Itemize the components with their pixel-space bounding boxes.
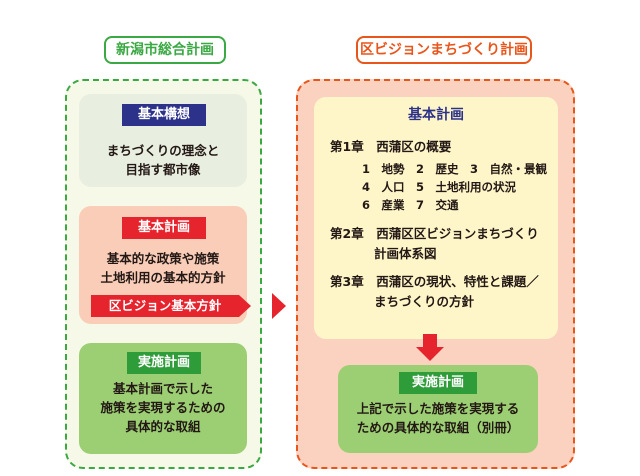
chapter-2: 第2章 西蒲区区ビジョンまちづくり — [330, 226, 539, 241]
vision-line-1: まちづくりの理念と — [106, 143, 220, 158]
vision-text: まちづくりの理念と 目指す都市像 — [79, 141, 247, 179]
implementation-line-1: 基本計画で示した — [112, 381, 213, 396]
chapter-1-items-3: 6 産業 7 交通 — [362, 198, 459, 212]
chapter-3: 第3章 西蒲区の現状、特性と課題／ — [330, 274, 539, 289]
chapter-1-items-1: 1 地勢 2 歴史 3 自然・景観 — [362, 162, 548, 176]
implementation-label: 実施計画 — [127, 352, 201, 374]
ward-implementation-label: 実施計画 — [399, 372, 477, 394]
ward-implementation-line-1: 上記で示した施策を実現する — [356, 401, 520, 416]
vision-label: 基本構想 — [122, 104, 206, 126]
left-title: 新潟市総合計画 — [104, 36, 226, 64]
down-arrow-stem — [423, 334, 437, 348]
ward-basic-plan-label: 基本計画 — [408, 107, 464, 123]
chapter-2-cont: 計画体系図 — [374, 246, 437, 261]
basic-plan-line-1: 基本的な政策や施策 — [106, 251, 220, 266]
ward-basic-plan-box — [314, 97, 558, 339]
implementation-text: 基本計画で示した 施策を実現するための 具体的な取組 — [79, 379, 247, 436]
right-title: 区ビジョンまちづくり計画 — [356, 36, 532, 64]
implementation-line-2: 施策を実現するための — [100, 400, 226, 415]
chapter-1: 第1章 西蒲区の概要 — [330, 139, 452, 154]
chapter-3-cont: まちづくりの方針 — [374, 294, 475, 309]
basic-plan-text: 基本的な政策や施策 土地利用の基本的方針 — [79, 249, 247, 287]
basic-plan-line-2: 土地利用の基本的方針 — [100, 270, 226, 285]
basic-plan-label: 基本計画 — [122, 217, 206, 239]
down-arrow-icon — [416, 347, 444, 361]
vision-line-2: 目指す都市像 — [125, 162, 201, 177]
ward-implementation-line-2: ための具体的な取組（別冊） — [356, 420, 520, 435]
ward-policy-arrow-icon — [239, 295, 251, 317]
chapter-1-items-2: 4 人口 5 土地利用の状況 — [362, 180, 517, 194]
right-arrow-icon — [272, 293, 286, 319]
ward-policy-label: 区ビジョン基本方針 — [91, 295, 239, 317]
ward-implementation-text: 上記で示した施策を実現する ための具体的な取組（別冊） — [338, 399, 538, 437]
implementation-line-3: 具体的な取組 — [125, 419, 201, 434]
